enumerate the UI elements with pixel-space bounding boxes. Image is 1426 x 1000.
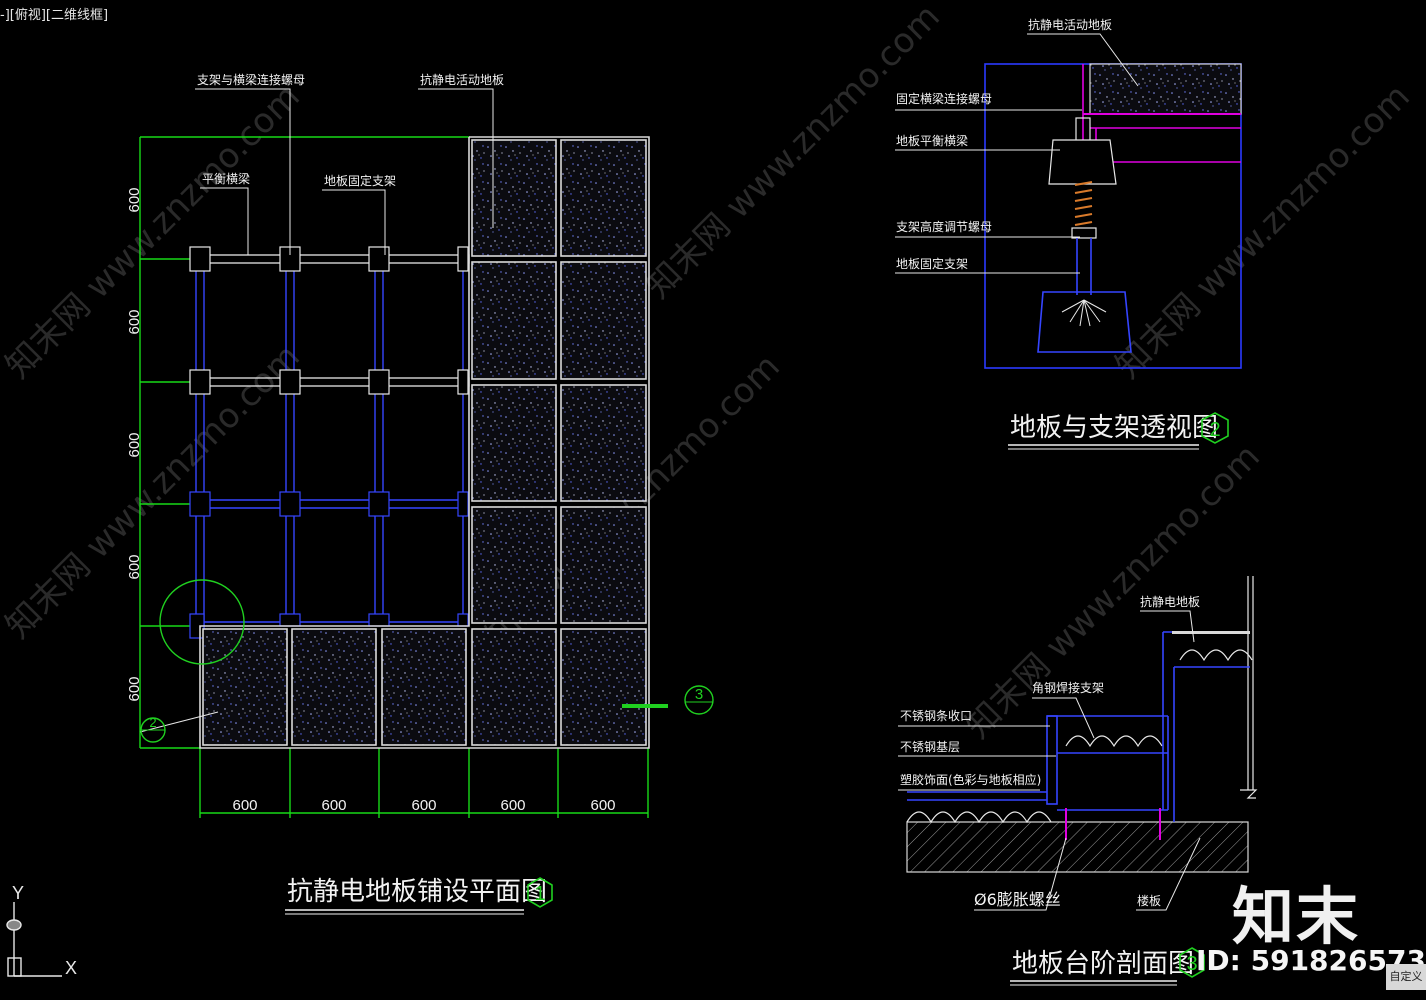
plan-dim-v3: 600 (126, 432, 143, 457)
svg-text:知末网 www.znzmo.com: 知末网 www.znzmo.com (1108, 77, 1418, 387)
balance-beams (195, 254, 470, 387)
section-label-expansion-bolt: Ø6膨胀螺丝 (974, 890, 1061, 909)
plan-title-number: 1 (527, 877, 553, 908)
plan-dim-h2: 600 (321, 797, 346, 814)
section-label-stainless-base: 不锈钢基层 (900, 740, 960, 754)
plan-dim-v2: 600 (126, 309, 143, 334)
watermark-logo: 知末 (1232, 880, 1361, 953)
persp-label-balance-beam: 地板平衡横梁 (896, 133, 968, 148)
panel-outline (199, 136, 650, 749)
plan-dim-h1: 600 (232, 797, 257, 814)
persp-label-fixing-nut: 固定横梁连接螺母 (896, 91, 992, 106)
detail-circle (159, 579, 245, 665)
plan-label-bracket-bolt: 支架与横梁连接螺母 (197, 72, 305, 87)
ucs-y-label: Y (12, 883, 24, 903)
svg-text:知末网 www.znzmo.com: 知末网 www.znzmo.com (958, 437, 1268, 747)
callout-detail-number: 2 (149, 715, 156, 730)
plan-label-fixed-bracket: 地板固定支架 (324, 173, 396, 188)
plan-dim-v1: 600 (126, 187, 143, 212)
plan-dim-h5: 600 (590, 797, 615, 814)
svg-text:知末网 www.znzmo.com: 知末网 www.znzmo.com (0, 337, 308, 647)
section-label-angle-steel: 角钢焊接支架 (1032, 680, 1104, 695)
support-frame-grid (195, 259, 469, 626)
perspective-floor-panel (1089, 63, 1242, 115)
bracket-nodes (189, 246, 469, 639)
persp-label-top: 抗静电活动地板 (1028, 17, 1112, 32)
persp-label-fixed-bracket: 地板固定支架 (896, 256, 968, 271)
section-label-antistatic: 抗静电地板 (1140, 594, 1200, 609)
svg-text:1: 1 (534, 883, 545, 905)
plan-dim-v4: 600 (126, 554, 143, 579)
callout-detail-2: 2 (139, 711, 219, 743)
viewport-label[interactable]: -][俯视][二维线框] (0, 8, 109, 23)
plan-leaders (195, 88, 494, 255)
perspective-drawing: 抗静电活动地板 固定横梁连接螺母 地板平衡横梁 支架高度调节螺母 地板固定支架 … (895, 17, 1242, 450)
svg-text:知末网 www.znzmo.com: 知末网 www.znzmo.com (0, 77, 308, 387)
plan-dim-v5: 600 (126, 676, 143, 701)
floor-panels (202, 139, 647, 746)
svg-text:3: 3 (1186, 953, 1197, 975)
perspective-title: 地板与支架透视图 (1010, 413, 1218, 443)
plan-title: 抗静电地板铺设平面图 (287, 877, 547, 907)
threaded-rod (1074, 181, 1093, 226)
callout-section-3: 3 (622, 685, 714, 715)
svg-text:2: 2 (1209, 419, 1220, 441)
customize-button[interactable]: 自定义 (1386, 964, 1426, 990)
ucs-x-label: X (65, 958, 77, 978)
plan-dim-h3: 600 (411, 797, 436, 814)
plan-label-antistatic-floor: 抗静电活动地板 (420, 72, 504, 87)
section-drawing: 抗静电地板 角钢焊接支架 不锈钢条收口 不锈钢基层 塑胶饰面(色彩与地板相应) … (898, 576, 1258, 986)
perspective-title-number: 2 (1201, 412, 1229, 444)
floor-slab-hatch (906, 821, 1249, 873)
section-title-number: 3 (1179, 947, 1205, 978)
plan-dim-h4: 600 (500, 797, 525, 814)
ucs-icon (6, 902, 62, 977)
plan-horizontal-dimension (199, 748, 649, 818)
section-title: 地板台阶剖面图 (1012, 949, 1194, 979)
section-label-floor-slab: 楼板 (1137, 893, 1161, 908)
plan-drawing: 600 600 600 600 600 600 600 600 600 600 (126, 72, 714, 915)
callout-section-number: 3 (695, 686, 703, 703)
section-label-stainless-trim: 不锈钢条收口 (900, 709, 972, 723)
persp-label-height-nut: 支架高度调节螺母 (896, 219, 992, 234)
plan-label-balance-beam: 平衡横梁 (202, 171, 250, 186)
section-label-pvc-finish: 塑胶饰面(色彩与地板相应) (900, 772, 1041, 787)
